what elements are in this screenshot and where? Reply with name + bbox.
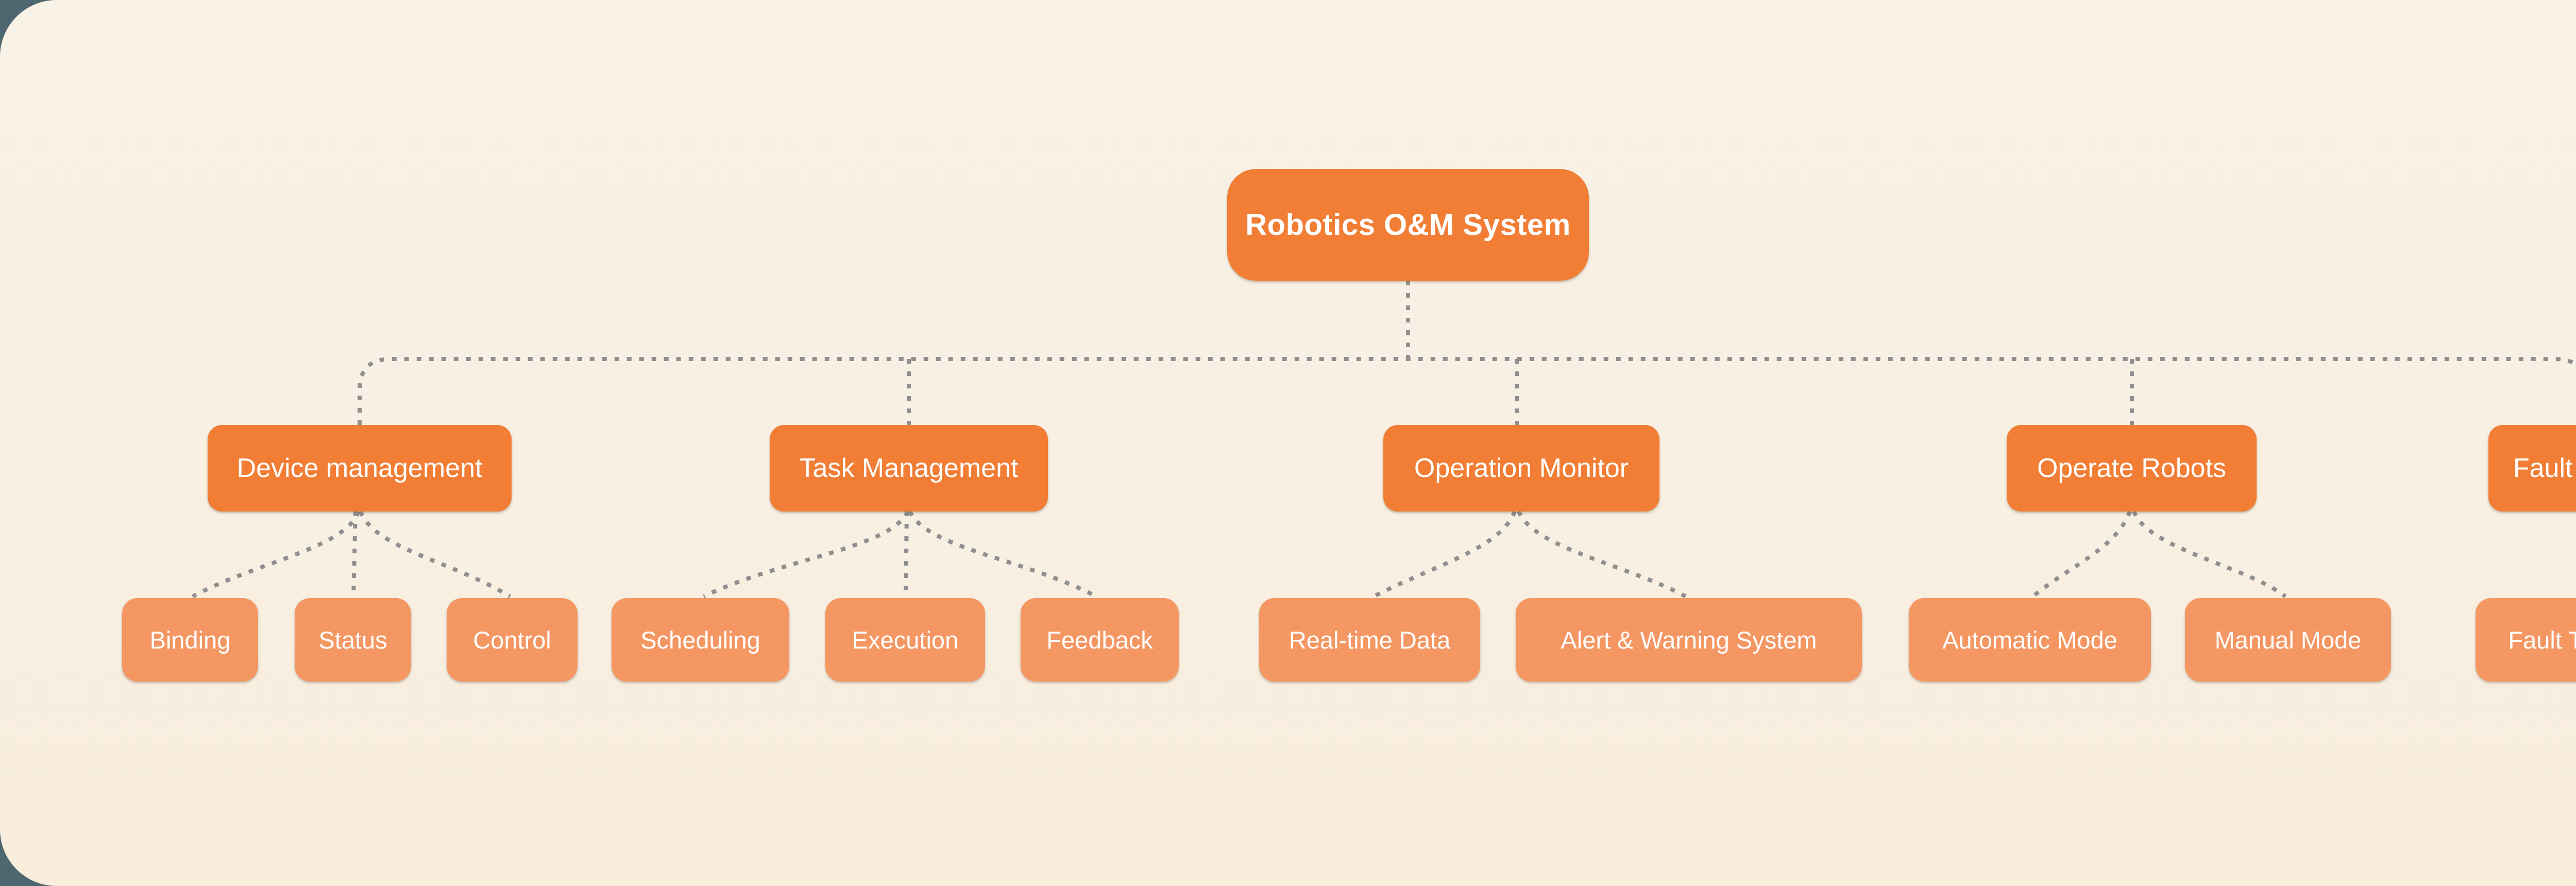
connector-task-execution <box>904 511 909 599</box>
connector-operate-automatic <box>2031 510 2132 599</box>
leaf-node-control[interactable]: Control <box>447 598 578 681</box>
node-label: Fault Repair <box>2513 453 2576 483</box>
leaf-node-automatic-mode[interactable]: Automatic Mode <box>1909 598 2151 681</box>
root-node-robotics-om-system[interactable]: Robotics O&M System <box>1227 169 1589 281</box>
node-label: Manual Mode <box>2214 626 2362 654</box>
node-label: Fault Tracking <box>2508 626 2576 654</box>
leaf-node-fault-tracking[interactable]: Fault Tracking <box>2476 598 2576 681</box>
node-label: Operation Monitor <box>1414 453 1629 483</box>
node-label: Operate Robots <box>2037 453 2227 483</box>
node-label: Scheduling <box>640 626 760 654</box>
leaf-node-binding[interactable]: Binding <box>122 598 258 681</box>
connector-trunk <box>358 357 2576 425</box>
node-label: Status <box>318 626 387 654</box>
node-label: Automatic Mode <box>1942 626 2117 654</box>
node-label: Control <box>473 626 551 654</box>
connector-device-binding <box>192 510 361 599</box>
connector-monitor-realtime <box>1372 510 1517 599</box>
connector-task-feedback <box>908 510 1097 599</box>
leaf-node-scheduling[interactable]: Scheduling <box>612 598 789 681</box>
branch-node-task-management[interactable]: Task Management <box>770 425 1048 512</box>
connector-device-status <box>351 511 358 599</box>
node-label: Alert & Warning System <box>1561 626 1817 654</box>
branch-node-operation-monitor[interactable]: Operation Monitor <box>1383 425 1659 512</box>
leaf-node-manual-mode[interactable]: Manual Mode <box>2185 598 2391 681</box>
branch-node-device-management[interactable]: Device management <box>208 425 512 512</box>
node-label: Real-time Data <box>1289 626 1451 654</box>
leaf-node-execution[interactable]: Execution <box>825 598 985 681</box>
leaf-node-status[interactable]: Status <box>295 598 411 681</box>
node-label: Feedback <box>1046 626 1153 654</box>
leaf-node-real-time-data[interactable]: Real-time Data <box>1259 598 1480 681</box>
node-label: Execution <box>852 626 959 654</box>
branch-node-operate-robots[interactable]: Operate Robots <box>2007 425 2257 512</box>
node-label: Binding <box>149 626 231 654</box>
node-label: Task Management <box>799 453 1019 483</box>
leaf-node-alert-warning-system[interactable]: Alert & Warning System <box>1516 598 1862 681</box>
connector-operate-manual <box>2132 510 2287 599</box>
connector-task-scheduling <box>703 510 910 599</box>
node-label: Device management <box>236 453 483 483</box>
connector-monitor-alert <box>1517 510 1687 599</box>
node-label: Robotics O&M System <box>1245 208 1571 242</box>
connector-device-control <box>359 510 512 599</box>
leaf-node-feedback[interactable]: Feedback <box>1021 598 1179 681</box>
branch-node-fault-repair[interactable]: Fault Repair <box>2488 425 2576 512</box>
